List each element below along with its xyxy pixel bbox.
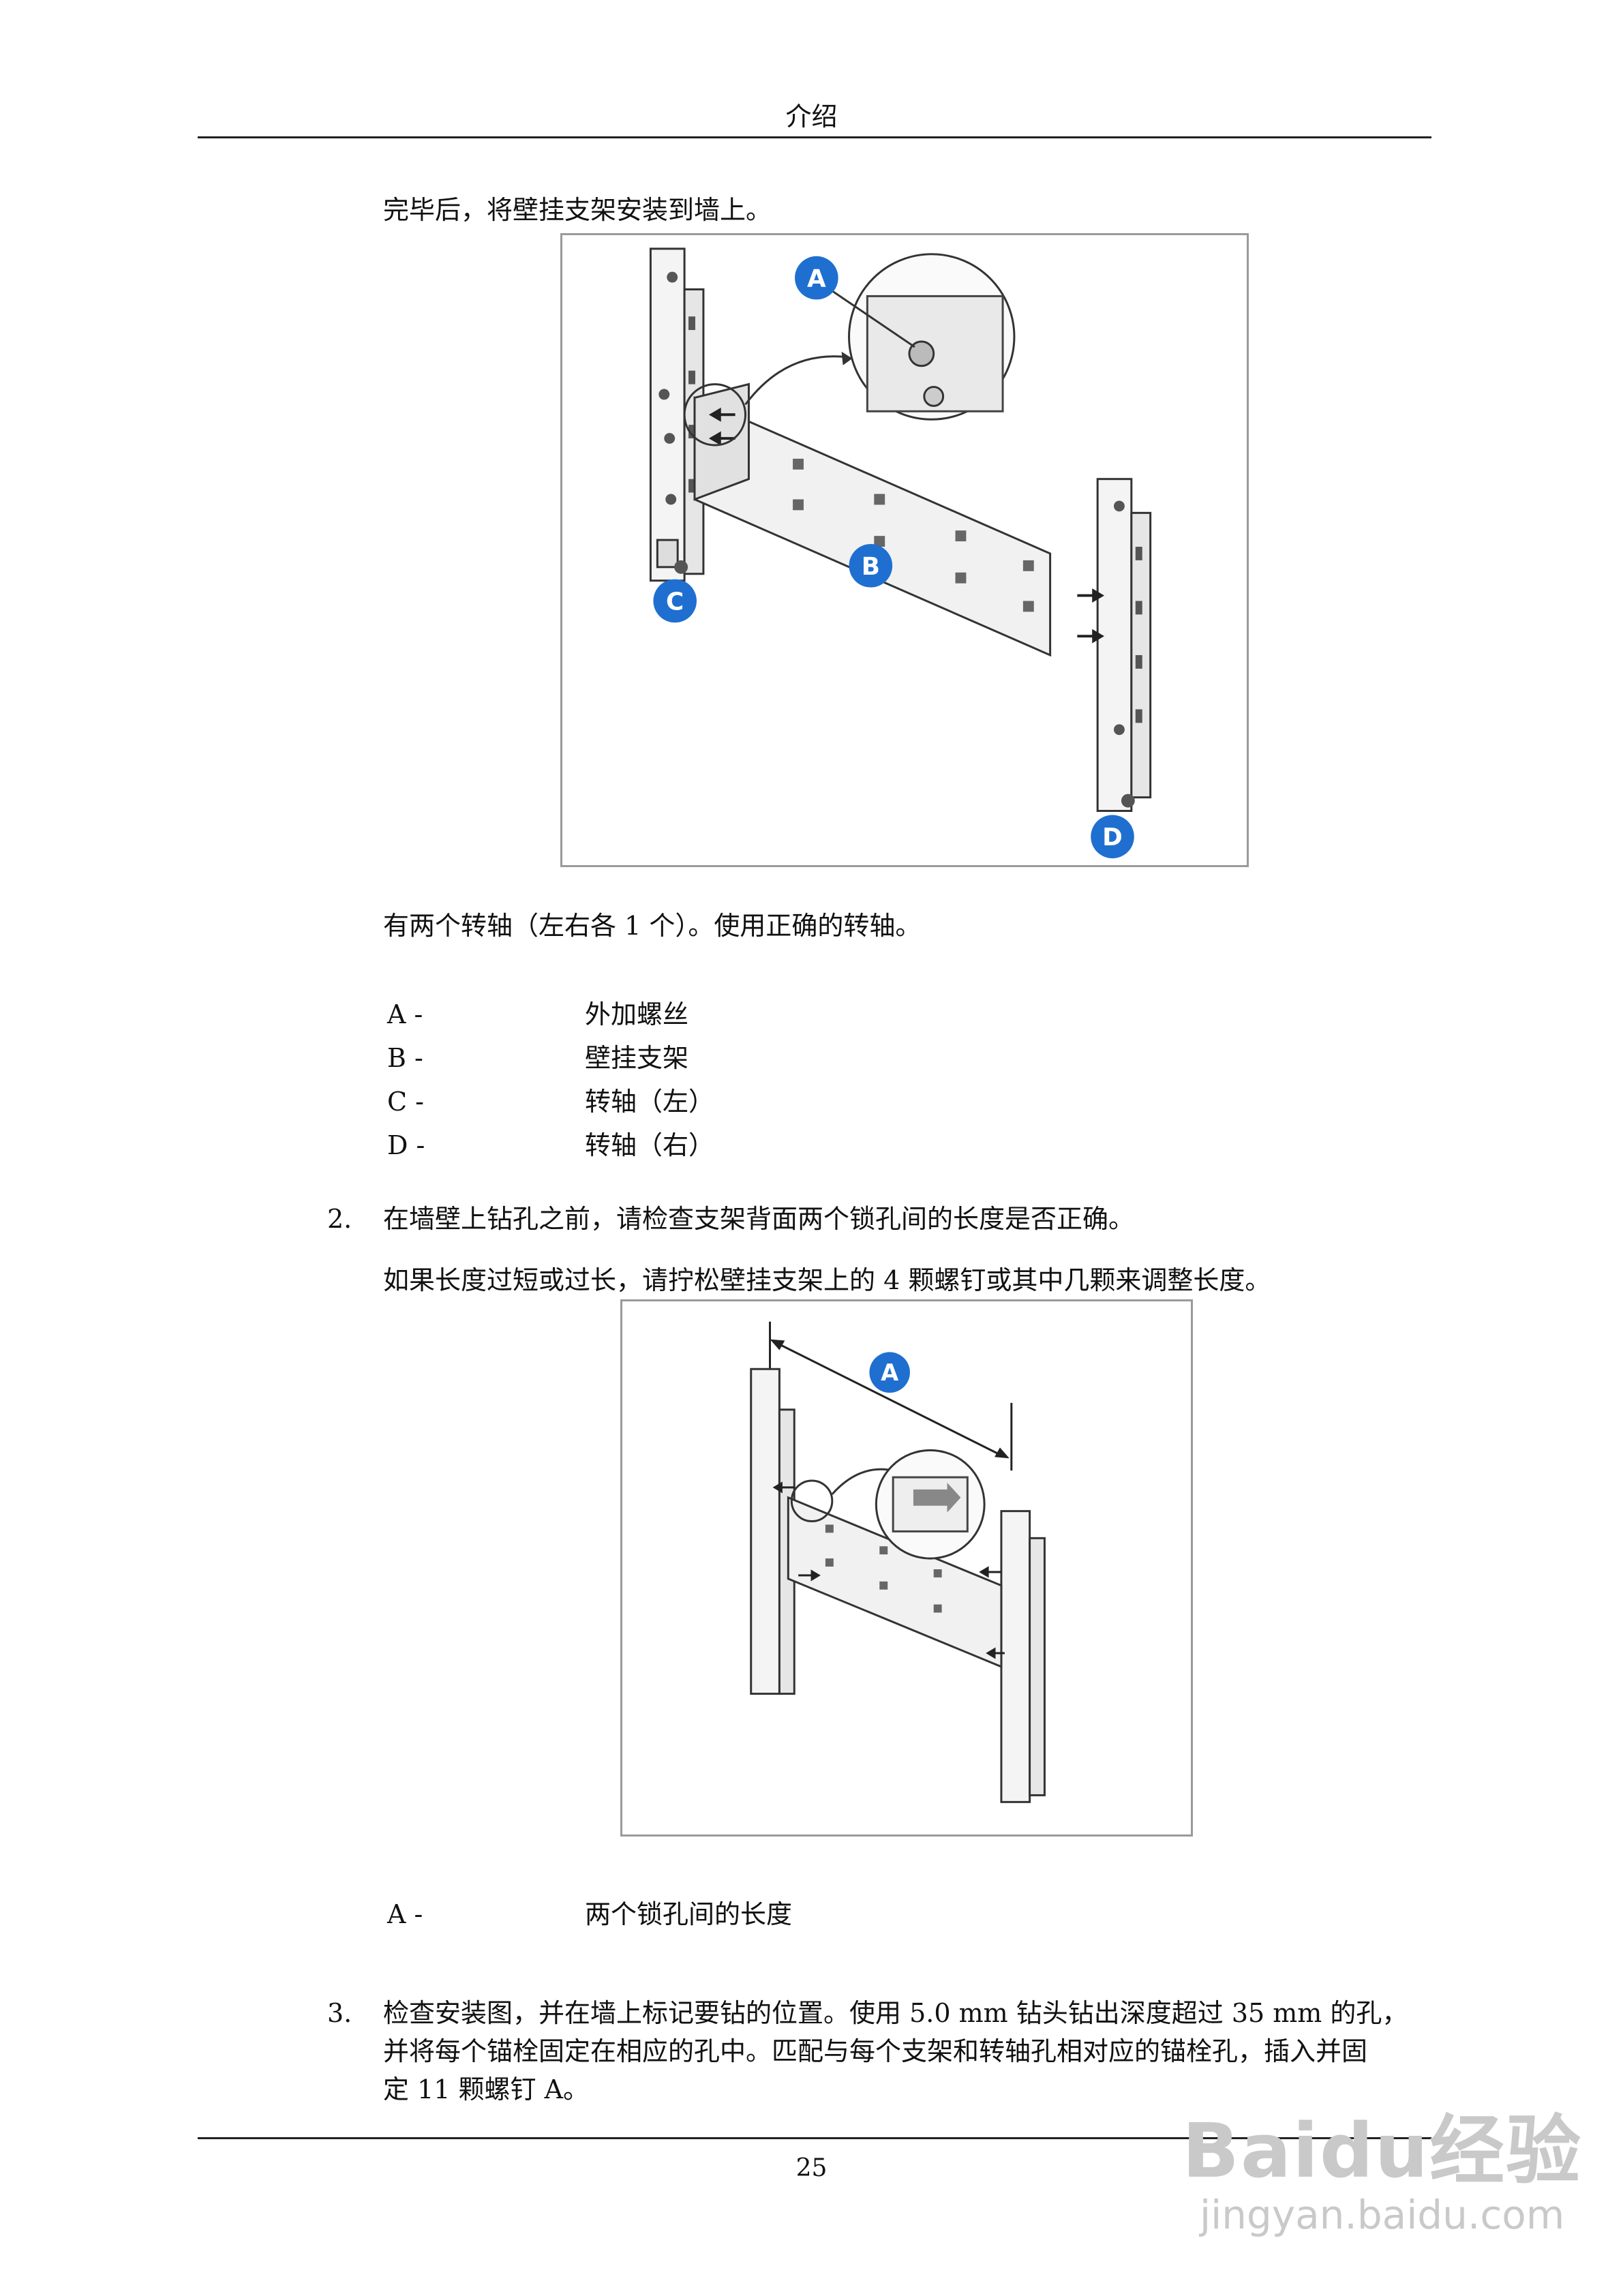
step-number: 2. [327,1204,352,1234]
figure-keyhole-distance: A [620,1299,1193,1837]
legend-row: A - 外加螺丝 [387,995,1205,1033]
step-text-line: 并将每个锚栓固定在相应的孔中。匹配与每个支架和转轴孔相对应的锚栓孔，插入并固 [383,2036,1368,2066]
assembly-illustration: A B C D [649,247,1152,859]
legend-key: C - [387,1087,424,1117]
callout-c-label: C [666,588,684,616]
legend-row: D - 转轴（右） [387,1126,1205,1164]
legend-value: 转轴（右） [585,1130,715,1160]
keyhole-distance-illustration: A [750,1321,1046,1803]
step-text-line: 定 11 颗螺钉 A。 [383,2074,590,2104]
watermark-url: jingyan.baidu.com [1199,2192,1565,2238]
page-number: 25 [795,2154,828,2182]
step-number: 3. [327,1998,352,2028]
legend-row: B - 壁挂支架 [387,1039,1205,1077]
legend-row: C - 转轴（左） [387,1083,1205,1121]
legend-value: 两个锁孔间的长度 [585,1899,793,1929]
pivot-note: 有两个转轴（左右各 1 个）。使用正确的转轴。 [383,911,922,941]
figure-wall-mount-assembly: A B C D [560,233,1249,867]
intro-text: 完毕后，将壁挂支架安装到墙上。 [383,195,772,225]
callout-a-label: A [881,1359,898,1386]
legend-row: A - 两个锁孔间的长度 [387,1895,1205,1933]
header-rule [198,136,1431,138]
legend-value: 外加螺丝 [585,999,689,1029]
callout-b-label: B [862,553,880,581]
legend-key: A - [387,1899,423,1929]
watermark-logo: Baidu经验 [1182,2107,1582,2194]
watermark: Baidu经验 jingyan.baidu.com [1182,2089,1582,2238]
legend-key: B - [387,1043,423,1073]
callout-d-label: D [1102,824,1123,851]
step-text-line: 检查安装图，并在墙上标记要钻的位置。使用 5.0 mm 钻头钻出深度超过 35 … [383,1998,1408,2028]
legend-value: 转轴（左） [585,1087,715,1117]
legend-key: D - [387,1130,425,1160]
page-header-title: 介绍 [785,102,838,132]
legend-value: 壁挂支架 [585,1043,689,1073]
callout-a-label: A [807,265,826,293]
step-text: 在墙壁上钻孔之前，请检查支架背面两个锁孔间的长度是否正确。 [383,1204,1135,1234]
legend-key: A - [387,999,423,1029]
footer-rule [198,2137,1431,2139]
step-note: 如果长度过短或过长，请拧松壁挂支架上的 4 颗螺钉或其中几颗来调整长度。 [383,1265,1271,1295]
